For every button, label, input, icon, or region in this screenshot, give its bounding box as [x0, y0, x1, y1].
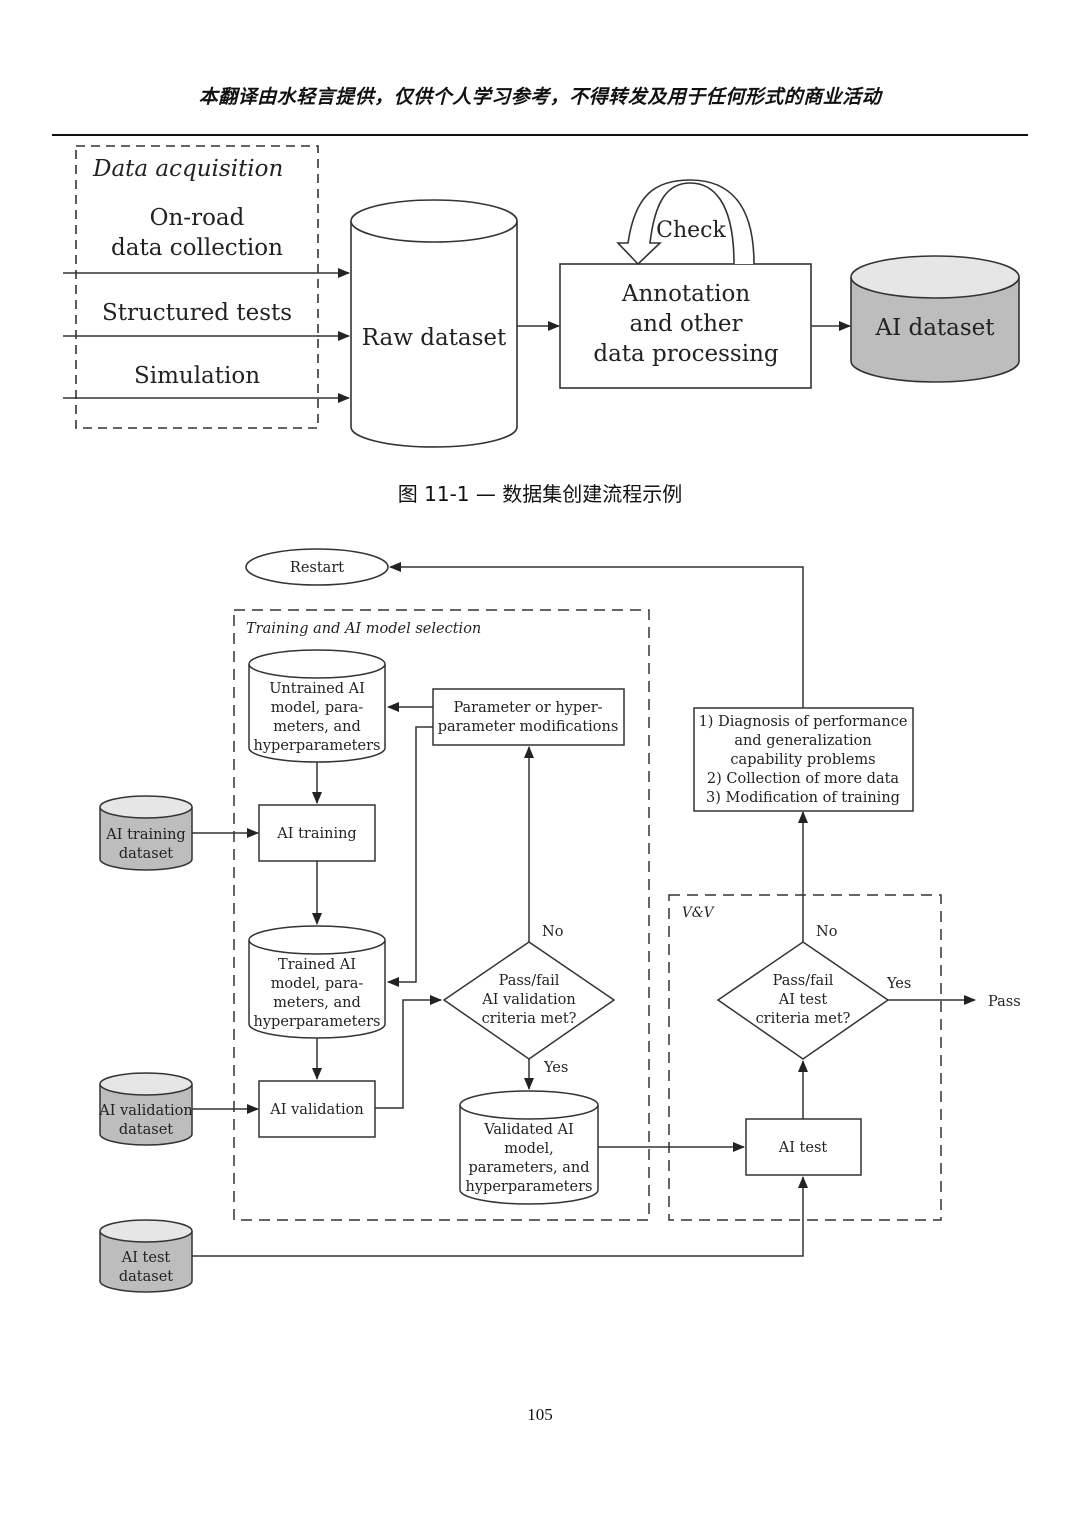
- param-mod-line1: Parameter or hyper-: [453, 700, 602, 716]
- ai-training-dataset-line1: AI training: [105, 827, 185, 843]
- diagnosis-line2: and generalization: [734, 733, 871, 749]
- raw-dataset-label: Raw dataset: [362, 325, 507, 351]
- ai-training-label: AI training: [276, 826, 356, 842]
- ai-validation-dataset-line1: AI validation: [98, 1103, 192, 1119]
- ai-dataset-label: AI dataset: [874, 315, 995, 341]
- check-label: Check: [656, 218, 726, 243]
- source-simulation: Simulation: [134, 363, 260, 389]
- ai-training-box: [258, 804, 376, 862]
- ai-dataset-cylinder: [850, 255, 1020, 383]
- untrained-model-line2: model, para-: [271, 700, 364, 716]
- vv-group: [668, 894, 942, 1221]
- restart-ellipse: [245, 548, 389, 586]
- diagnosis-line3: capability problems: [730, 752, 875, 768]
- ai-test-dataset-line2: dataset: [119, 1269, 173, 1285]
- figure-1: [63, 145, 1020, 448]
- param-mod-line2: parameter modifications: [438, 719, 619, 735]
- source-onroad-line2: data collection: [111, 235, 283, 261]
- diagnosis-line4: 2) Collection of more data: [707, 771, 899, 787]
- test-decision-yes: Yes: [886, 976, 911, 992]
- validated-model-cylinder: [459, 1090, 599, 1205]
- arrow-parammod-to-trained: [387, 726, 433, 987]
- data-acquisition-title: Data acquisition: [92, 156, 283, 182]
- ai-validation-label: AI validation: [269, 1102, 363, 1118]
- diagnosis-box: [693, 707, 914, 812]
- source-onroad-line1: On-road: [150, 205, 245, 231]
- training-group: [233, 609, 650, 1221]
- annotation-box: [559, 263, 812, 389]
- validated-model-line4: hyperparameters: [466, 1179, 593, 1195]
- arrow-diagnosis-to-restart: [389, 562, 804, 708]
- test-decision-line1: Pass/fail: [773, 973, 834, 989]
- source-structured-tests: Structured tests: [102, 300, 292, 326]
- header-rule: [52, 134, 1028, 136]
- page-number: 105: [527, 1405, 553, 1424]
- validated-model-line3: parameters, and: [468, 1160, 589, 1176]
- val-decision-no: No: [542, 924, 563, 940]
- arrow-validation-to-decision: [375, 995, 442, 1109]
- ai-test-label: AI test: [778, 1140, 828, 1156]
- val-decision-line2: AI validation: [481, 992, 575, 1008]
- pass-label: Pass: [988, 994, 1021, 1010]
- ai-validation-dataset-line2: dataset: [119, 1122, 173, 1138]
- data-acquisition-group: [75, 145, 319, 429]
- annotation-line1: Annotation: [621, 281, 750, 307]
- trained-model-line4: hyperparameters: [254, 1014, 381, 1030]
- test-decision-line2: AI test: [778, 992, 828, 1008]
- vv-group-title: V&V: [682, 905, 715, 921]
- ai-training-dataset-line2: dataset: [119, 846, 173, 862]
- untrained-model-line3: meters, and: [273, 719, 361, 735]
- copyright-notice: 本翻译由水轻言提供，仅供个人学习参考，不得转发及用于任何形式的商业活动: [198, 86, 882, 108]
- trained-model-cylinder: [248, 925, 386, 1039]
- val-decision-line3: criteria met?: [482, 1011, 577, 1027]
- test-decision-no: No: [816, 924, 837, 940]
- training-group-title: Training and AI model selection: [246, 621, 481, 637]
- untrained-model-line4: hyperparameters: [254, 738, 381, 754]
- check-loop-arrow: [616, 179, 755, 266]
- trained-model-line1: Trained AI: [278, 957, 356, 973]
- ai-test-dataset-cylinder: [99, 1219, 193, 1293]
- ai-test-dataset-line1: AI test: [121, 1250, 171, 1266]
- restart-label: Restart: [290, 560, 344, 576]
- test-decision-line3: criteria met?: [756, 1011, 851, 1027]
- ai-validation-box: [258, 1080, 376, 1138]
- val-decision-yes: Yes: [543, 1060, 568, 1076]
- diagnosis-line1: 1) Diagnosis of performance: [699, 714, 908, 730]
- param-mod-box: [432, 688, 625, 746]
- figure-2: [99, 548, 976, 1293]
- trained-model-line2: model, para-: [271, 976, 364, 992]
- raw-dataset-cylinder: [350, 199, 518, 448]
- untrained-model-line1: Untrained AI: [269, 681, 365, 697]
- untrained-model-cylinder: [248, 649, 386, 763]
- figure-caption: 图 11-1 — 数据集创建流程示例: [397, 482, 683, 506]
- trained-model-line3: meters, and: [273, 995, 361, 1011]
- test-decision-diamond: [716, 941, 890, 1060]
- validated-model-line2: model,: [504, 1141, 554, 1157]
- arrow-testdata-to-test: [192, 1176, 808, 1257]
- diagnosis-line5: 3) Modification of training: [706, 790, 900, 806]
- ai-validation-dataset-cylinder: [99, 1072, 193, 1146]
- ai-training-dataset-cylinder: [99, 795, 193, 871]
- annotation-line3: data processing: [593, 341, 779, 367]
- annotation-line2: and other: [629, 311, 742, 337]
- val-decision-line1: Pass/fail: [499, 973, 560, 989]
- validated-model-line1: Validated AI: [483, 1122, 574, 1138]
